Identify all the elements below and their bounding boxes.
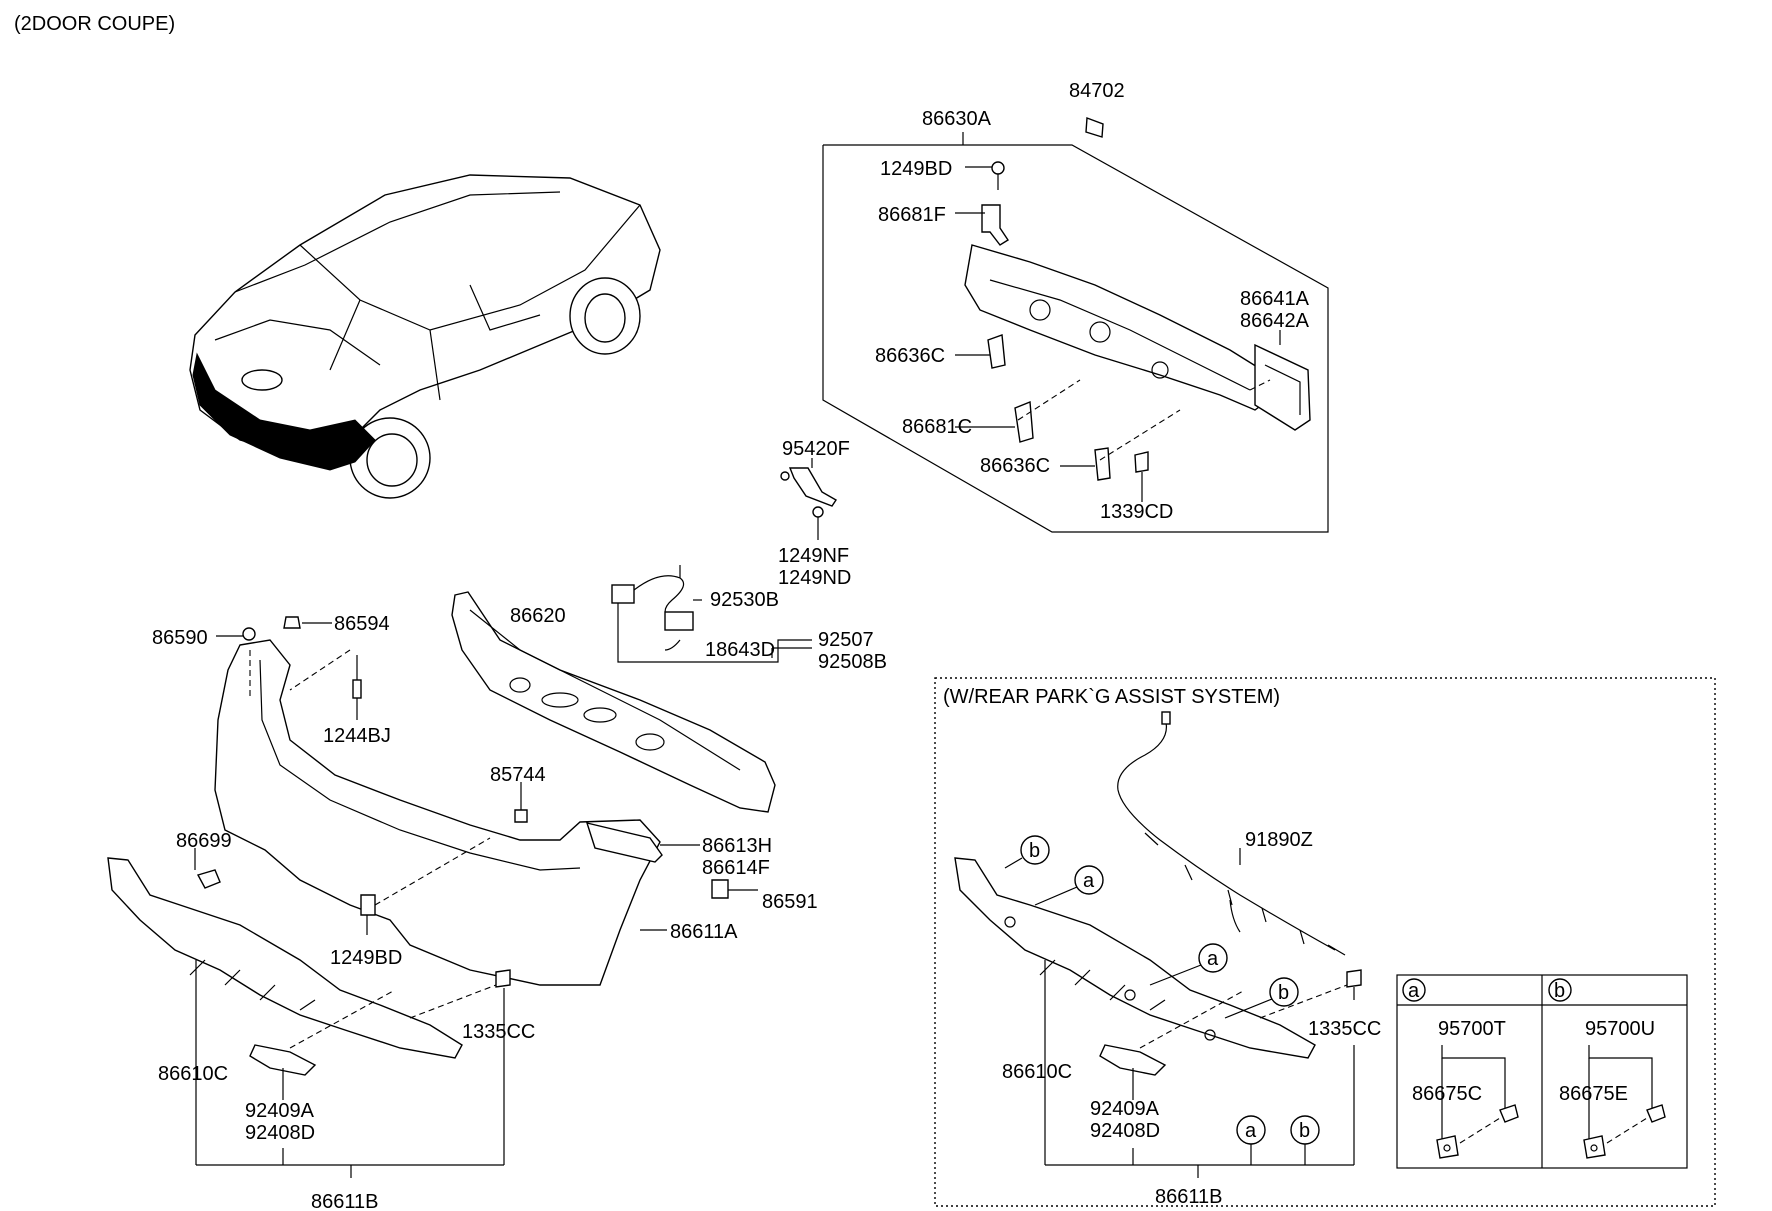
circle-a-1: a	[1083, 870, 1095, 892]
part-86620: 86620	[510, 605, 566, 627]
part-86636C-upper: 86636C	[875, 345, 945, 367]
part-92409A-w: 92409A	[1090, 1098, 1160, 1120]
part-86636C-lower: 86636C	[980, 455, 1050, 477]
part-86611B: 86611B	[311, 1191, 378, 1211]
part-91890Z: 91890Z	[1245, 829, 1313, 851]
part-86642A: 86642A	[1240, 310, 1310, 332]
part-95700U: 95700U	[1585, 1018, 1655, 1040]
section-title: (W/REAR PARK`G ASSIST SYSTEM)	[943, 686, 1280, 708]
part-95700T: 95700T	[1438, 1018, 1506, 1040]
reinforcement-group: 86630A 84702 1249BD 86681F 86641A 86642A…	[822, 80, 1329, 533]
part-86630A: 86630A	[922, 108, 992, 130]
part-86675E: 86675E	[1559, 1083, 1628, 1105]
part-1335CC: 1335CC	[462, 1021, 535, 1043]
part-1249BD-top: 1249BD	[880, 158, 952, 180]
part-86699: 86699	[176, 830, 232, 852]
part-86590: 86590	[152, 627, 208, 649]
car-illustration	[189, 174, 661, 499]
part-86614F: 86614F	[702, 857, 770, 879]
part-92530B: 92530B	[710, 589, 779, 611]
part-92409A: 92409A	[245, 1100, 315, 1122]
part-84702: 84702	[1069, 80, 1125, 102]
sensor-table: a b 95700T 86675C 95700U 86675E	[1396, 974, 1688, 1169]
part-86591: 86591	[762, 891, 818, 913]
table-col-b-key: b	[1554, 980, 1565, 1002]
circle-a-2: a	[1207, 948, 1219, 970]
part-86611B-w: 86611B	[1155, 1186, 1222, 1208]
part-1244BJ: 1244BJ	[323, 725, 391, 747]
part-86611A: 86611A	[670, 921, 738, 943]
circle-b-3: b	[1299, 1120, 1310, 1142]
part-1339CD: 1339CD	[1100, 501, 1173, 523]
part-95420F: 95420F	[782, 438, 850, 460]
part-92508B: 92508B	[818, 651, 887, 673]
part-1249BD-bottom: 1249BD	[330, 947, 402, 969]
part-86610C-w: 86610C	[1002, 1061, 1072, 1083]
wiring-group: 95420F 1249NF 1249ND 92530B 18643D 92507…	[611, 438, 887, 673]
circle-b-2: b	[1278, 982, 1289, 1004]
part-92507: 92507	[818, 629, 874, 651]
part-1249NF: 1249NF	[778, 545, 849, 567]
part-86641A: 86641A	[1240, 288, 1310, 310]
part-86681C: 86681C	[902, 416, 972, 438]
circle-a-3: a	[1245, 1120, 1257, 1142]
part-86675C: 86675C	[1412, 1083, 1482, 1105]
park-assist-section: (W/REAR PARK`G ASSIST SYSTEM) b a a b a …	[934, 677, 1716, 1208]
part-18643D: 18643D	[705, 639, 775, 661]
part-1249ND: 1249ND	[778, 567, 851, 589]
part-86681F: 86681F	[878, 204, 946, 226]
part-86613H: 86613H	[702, 835, 772, 857]
diagram-title: (2DOOR COUPE)	[14, 13, 175, 35]
circle-b-1: b	[1029, 840, 1040, 862]
part-92408D-w: 92408D	[1090, 1120, 1160, 1142]
table-col-a-key: a	[1408, 980, 1420, 1002]
part-92408D: 92408D	[245, 1122, 315, 1144]
part-85744: 85744	[490, 764, 546, 786]
part-86610C: 86610C	[158, 1063, 228, 1085]
main-bumper-group: 86590 86594 1244BJ 86620 85744 86699 866…	[107, 591, 818, 1211]
part-1335CC-w: 1335CC	[1308, 1018, 1381, 1040]
part-86594: 86594	[334, 613, 390, 635]
